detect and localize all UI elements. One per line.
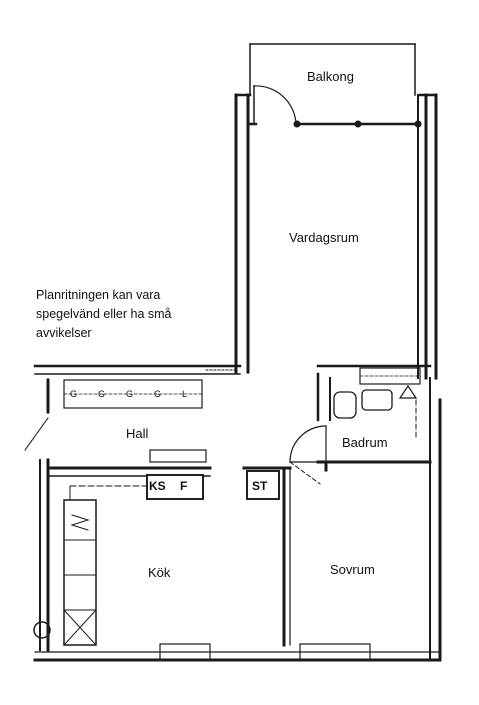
kitchen-counter xyxy=(33,499,97,646)
bathroom-door-swing xyxy=(289,425,327,485)
bathroom-walls xyxy=(316,367,432,472)
fridge-freezer-unit xyxy=(146,474,204,500)
bedroom-west-wall xyxy=(282,466,291,647)
room-label-hall: Hall xyxy=(126,426,149,441)
disclaimer-line: avvikelser xyxy=(36,326,92,340)
disclaimer-note: Planritningen kan vara spegelvänd eller … xyxy=(36,286,206,343)
balcony-railing xyxy=(249,43,416,96)
wardrobe-mark: L xyxy=(182,389,188,399)
balcony-door-swing xyxy=(253,85,422,128)
room-label-vardagsrum: Vardagsrum xyxy=(289,230,359,245)
hall-north-wall xyxy=(33,364,432,422)
room-label-badrum: Badrum xyxy=(342,435,388,450)
hall-wardrobes xyxy=(63,379,203,409)
bedroom-east-wall xyxy=(415,398,442,662)
room-label-sovrum: Sovrum xyxy=(330,562,375,577)
wardrobe-mark: G xyxy=(126,389,134,399)
wardrobe-mark: G xyxy=(98,389,106,399)
disclaimer-line: Planritningen kan vara xyxy=(36,288,161,302)
fixture-label-f: F xyxy=(180,479,188,493)
fixture-label-st: ST xyxy=(252,479,268,493)
storage-unit xyxy=(246,470,280,500)
wardrobe-mark: G xyxy=(154,389,162,399)
living-room-walls xyxy=(234,93,438,380)
disclaimer-line: spegelvänd eller ha små xyxy=(36,307,172,321)
wardrobe-mark: G xyxy=(70,389,78,399)
room-label-kok: Kök xyxy=(148,565,171,580)
left-exterior-wall xyxy=(24,378,50,652)
room-label-balkong: Balkong xyxy=(307,69,354,84)
south-exterior-wall xyxy=(33,643,442,662)
fixture-label-ks: KS xyxy=(149,479,166,493)
